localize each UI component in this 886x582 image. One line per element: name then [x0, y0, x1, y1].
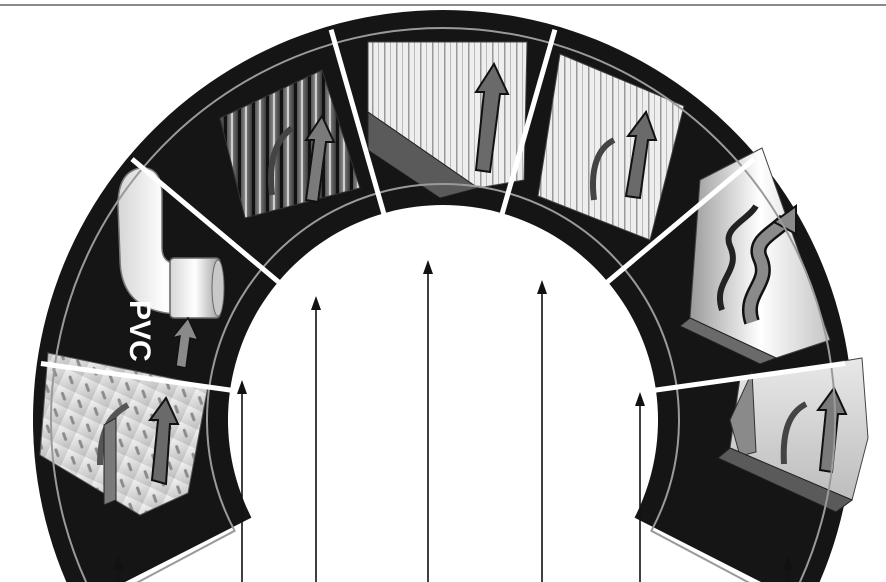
upright-plate	[104, 418, 116, 505]
pvc-label: PVC	[123, 300, 156, 362]
pointer-arrow	[635, 392, 645, 582]
pointer-arrow	[537, 280, 547, 582]
pointer-arrow	[423, 260, 433, 582]
pointer-arrow	[237, 380, 247, 582]
material-tiles: PVC	[40, 42, 868, 515]
pointer-arrow	[311, 296, 321, 582]
pvc-pipe-opening	[212, 260, 224, 316]
